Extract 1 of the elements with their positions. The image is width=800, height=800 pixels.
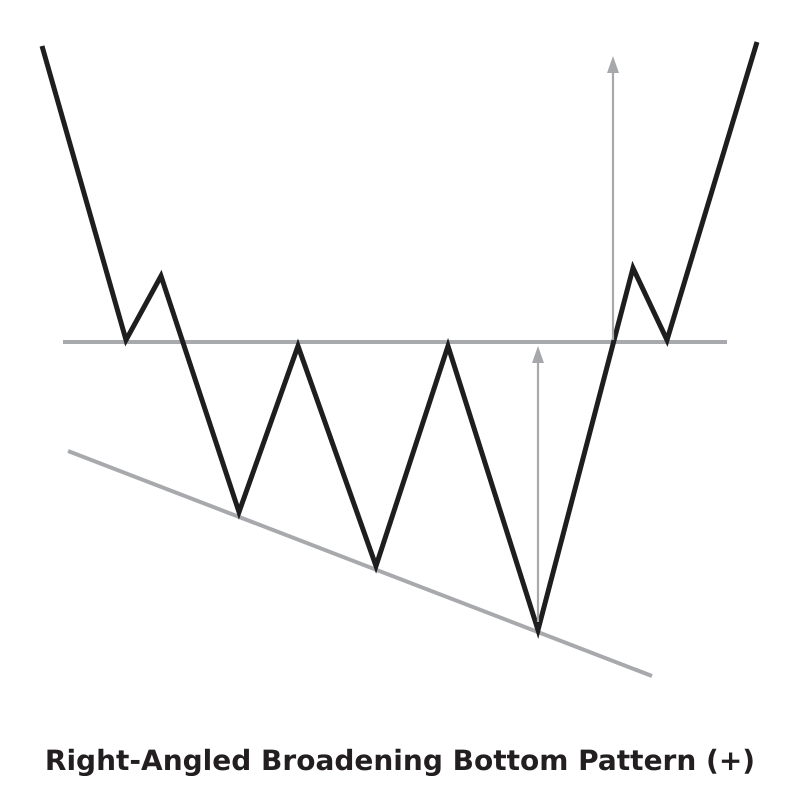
title: Right-Angled Broadening Bottom Pattern (+) [44, 743, 756, 779]
